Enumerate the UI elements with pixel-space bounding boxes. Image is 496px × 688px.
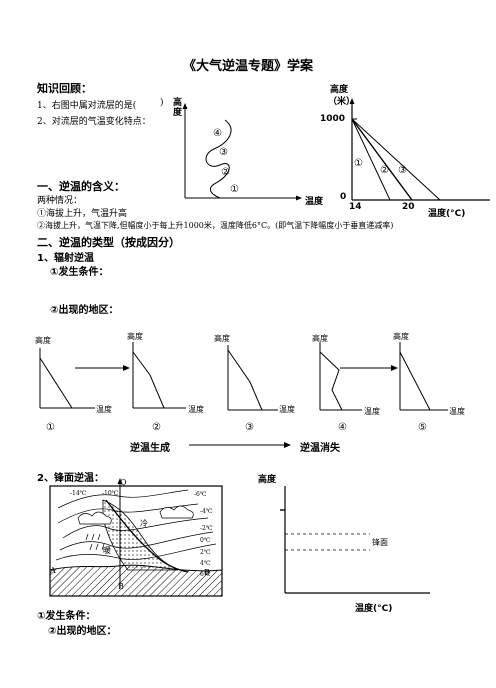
- front-map-warm: 暖: [103, 546, 111, 555]
- radiation-area: ②出现的地区：: [50, 305, 119, 316]
- front-chart-front-label: 锋面: [372, 538, 388, 547]
- front-map-a: A: [50, 566, 56, 575]
- layer-marker-4: ④: [213, 128, 222, 139]
- lapse-yunit: （米）: [328, 97, 356, 107]
- lapse-x-tick-14: 14: [349, 202, 362, 212]
- front-chart: [280, 486, 430, 594]
- front-map-temp-4: 4℃: [200, 560, 211, 567]
- mini-3-num: ③: [245, 422, 254, 433]
- lapse-y-tick: 1000: [320, 114, 346, 124]
- frontal-area: ②出现的地区：: [48, 626, 117, 637]
- lapse-origin: 0: [340, 192, 347, 202]
- lapse-marker-1: ①: [354, 158, 363, 169]
- flow-arrow: [189, 442, 291, 448]
- layer-marker-3: ③: [219, 147, 228, 158]
- layer-marker-2: ②: [221, 167, 230, 178]
- front-map-temp-0: 0℃: [200, 537, 211, 544]
- mini-3-ylabel: 高度: [214, 334, 230, 343]
- lapse-marker-2: ②: [380, 165, 389, 176]
- front-map-temp-2n: -2℃: [200, 525, 213, 532]
- mini-5-ylabel: 高度: [393, 332, 409, 341]
- case-2: ②海拔上升，气温下降,但幅度小于每上升1000米，温度降低6°C。(即气温下降幅…: [37, 221, 394, 230]
- radiation-heading: 1、辐射逆温: [37, 253, 94, 264]
- lapse-ylabel: 高度: [330, 85, 349, 95]
- lapse-xlabel: 温度(°C): [428, 209, 466, 219]
- mini-charts: [39, 342, 448, 411]
- layer-marker-1: ①: [230, 184, 239, 195]
- mini-5-num: ⑤: [418, 422, 427, 433]
- radiation-condition: ①发生条件：: [50, 267, 109, 278]
- front-map-b: B: [204, 568, 210, 577]
- flow-end-label: 逆温消失: [300, 443, 340, 454]
- mini-5-xlabel: 温度: [449, 407, 465, 416]
- mini-chart-2: [132, 342, 186, 409]
- mini-2-num: ②: [152, 422, 161, 433]
- mini-2-ylabel: 高度: [127, 332, 143, 341]
- mini-2-xlabel: 温度: [188, 405, 204, 414]
- mini-chart-4: [319, 342, 362, 411]
- lapse-x-tick-20: 20: [402, 202, 415, 212]
- question-1-close: ): [160, 98, 164, 108]
- section-2-heading: 二、逆温的类型（按成因分）: [37, 236, 180, 249]
- case-1: ①海拔上升，气温升高: [37, 209, 128, 219]
- front-map-temp-10: -10℃: [102, 490, 119, 497]
- mini-1-xlabel: 温度: [96, 405, 112, 414]
- front-map-cold: 冷: [140, 519, 148, 528]
- lapse-chart: [349, 98, 490, 201]
- mini-4-ylabel: 高度: [312, 334, 328, 343]
- mini-4-xlabel: 温度: [364, 407, 380, 416]
- front-map: [49, 478, 223, 597]
- front-map-q: Q: [120, 478, 127, 487]
- front-chart-ylabel: 高度: [258, 475, 277, 485]
- lapse-marker-3: ③: [398, 165, 407, 176]
- front-map-temp-2: 2℃: [200, 549, 211, 556]
- question-1: 1、右图中属对流层的是(: [37, 101, 137, 111]
- layers-ylabel: 高度: [173, 98, 183, 118]
- section-1-heading: 一、逆温的含义：: [37, 180, 125, 193]
- front-map-temp-6n: -6℃: [194, 491, 207, 498]
- layers-chart: [182, 103, 302, 201]
- frontal-condition: ①发生条件：: [37, 611, 96, 622]
- front-map-temp-6: 6℃: [200, 571, 211, 578]
- mini-chart-5: [399, 342, 448, 411]
- flow-start-label: 逆温生成: [130, 443, 170, 454]
- page-title: 《大气逆温专题》学案: [182, 59, 313, 74]
- mini-4-num: ④: [338, 422, 347, 433]
- mini-1-num: ①: [46, 422, 55, 433]
- front-chart-xlabel: 温度(°C): [355, 604, 393, 614]
- layers-xlabel: 温度: [305, 197, 324, 207]
- front-map-temp-14: -14℃: [70, 490, 87, 497]
- frontal-heading: 2、锋面逆温：: [37, 473, 104, 484]
- front-map-b-bottom: B: [118, 582, 124, 591]
- review-heading: 知识回顾：: [37, 82, 92, 95]
- front-map-temp-4n: -4℃: [200, 508, 213, 515]
- question-2: 2、对流层的气温变化特点：: [37, 117, 151, 127]
- mini-1-ylabel: 高度: [35, 336, 51, 345]
- mini-chart-3: [227, 345, 278, 411]
- mini-3-xlabel: 温度: [279, 405, 295, 414]
- cases-intro: 两种情况：: [37, 196, 83, 206]
- mini-chart-1: [39, 348, 95, 409]
